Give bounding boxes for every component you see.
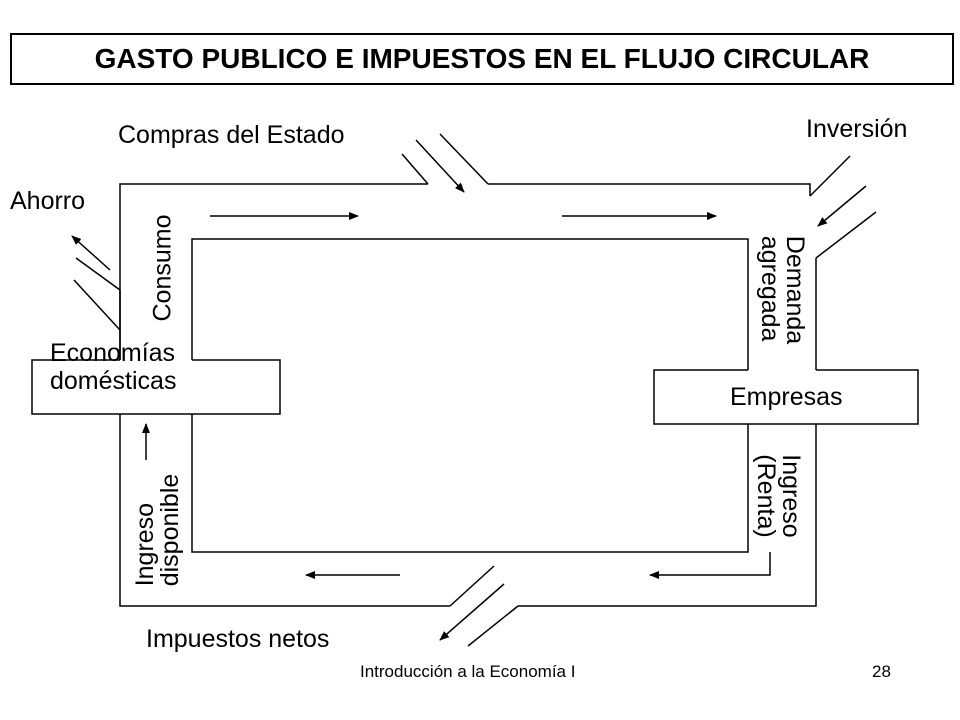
ingreso-disp-line2: disponible	[156, 473, 184, 587]
inversion-line-2	[815, 211, 877, 259]
households-label-line2: domésticas	[50, 366, 177, 395]
compras-arrow	[415, 139, 465, 193]
impuestos-line-2	[467, 605, 519, 647]
outer-loop-right-bottom	[518, 424, 817, 607]
outer-loop-left-bottom	[119, 414, 450, 607]
inversion-label: Inversión	[806, 115, 908, 143]
compras-left-edge	[401, 153, 429, 185]
ahorro-line-2	[73, 279, 121, 331]
ingreso-disp-line1: Ingreso	[131, 502, 159, 587]
consumo-label: Consumo	[148, 214, 177, 322]
inversion-line-1	[809, 155, 851, 197]
inner-loop-bottom	[191, 414, 749, 553]
ingreso-renta-label: Ingreso (Renta)	[752, 454, 805, 538]
ahorro-line-1	[75, 257, 121, 291]
ahorro-arrow	[71, 235, 111, 271]
compras-label: Compras del Estado	[118, 121, 345, 149]
flow-arrow-bottom-right	[649, 552, 771, 579]
inversion-arrow	[817, 185, 867, 227]
ahorro-label: Ahorro	[10, 187, 86, 215]
demanda-line2: agregada	[756, 235, 784, 342]
households-label: Economías domésticas	[50, 339, 177, 395]
ingreso-disponible-label: Ingreso disponible	[131, 473, 184, 587]
ingreso-renta-line1: Ingreso	[777, 454, 805, 538]
slide-title: GASTO PUBLICO E IMPUESTOS EN EL FLUJO CI…	[10, 33, 954, 85]
impuestos-arrow	[439, 583, 505, 641]
firms-box	[653, 369, 919, 425]
ingreso-renta-line2: (Renta)	[752, 454, 780, 538]
households-label-line1: Economías	[50, 339, 176, 367]
footer-course: Introducción a la Economía I	[360, 662, 576, 681]
footer-page-number: 28	[872, 662, 891, 681]
households-box	[31, 359, 281, 415]
inner-loop-top	[191, 238, 749, 370]
demanda-agregada-label: Demanda agregada	[756, 235, 809, 345]
compras-injection-line	[439, 133, 489, 185]
demanda-line1: Demanda	[781, 235, 809, 345]
impuestos-line-1	[449, 565, 495, 607]
impuestos-label: Impuestos netos	[146, 625, 330, 653]
outer-loop-right-top	[488, 183, 811, 196]
firms-label: Empresas	[730, 383, 843, 411]
